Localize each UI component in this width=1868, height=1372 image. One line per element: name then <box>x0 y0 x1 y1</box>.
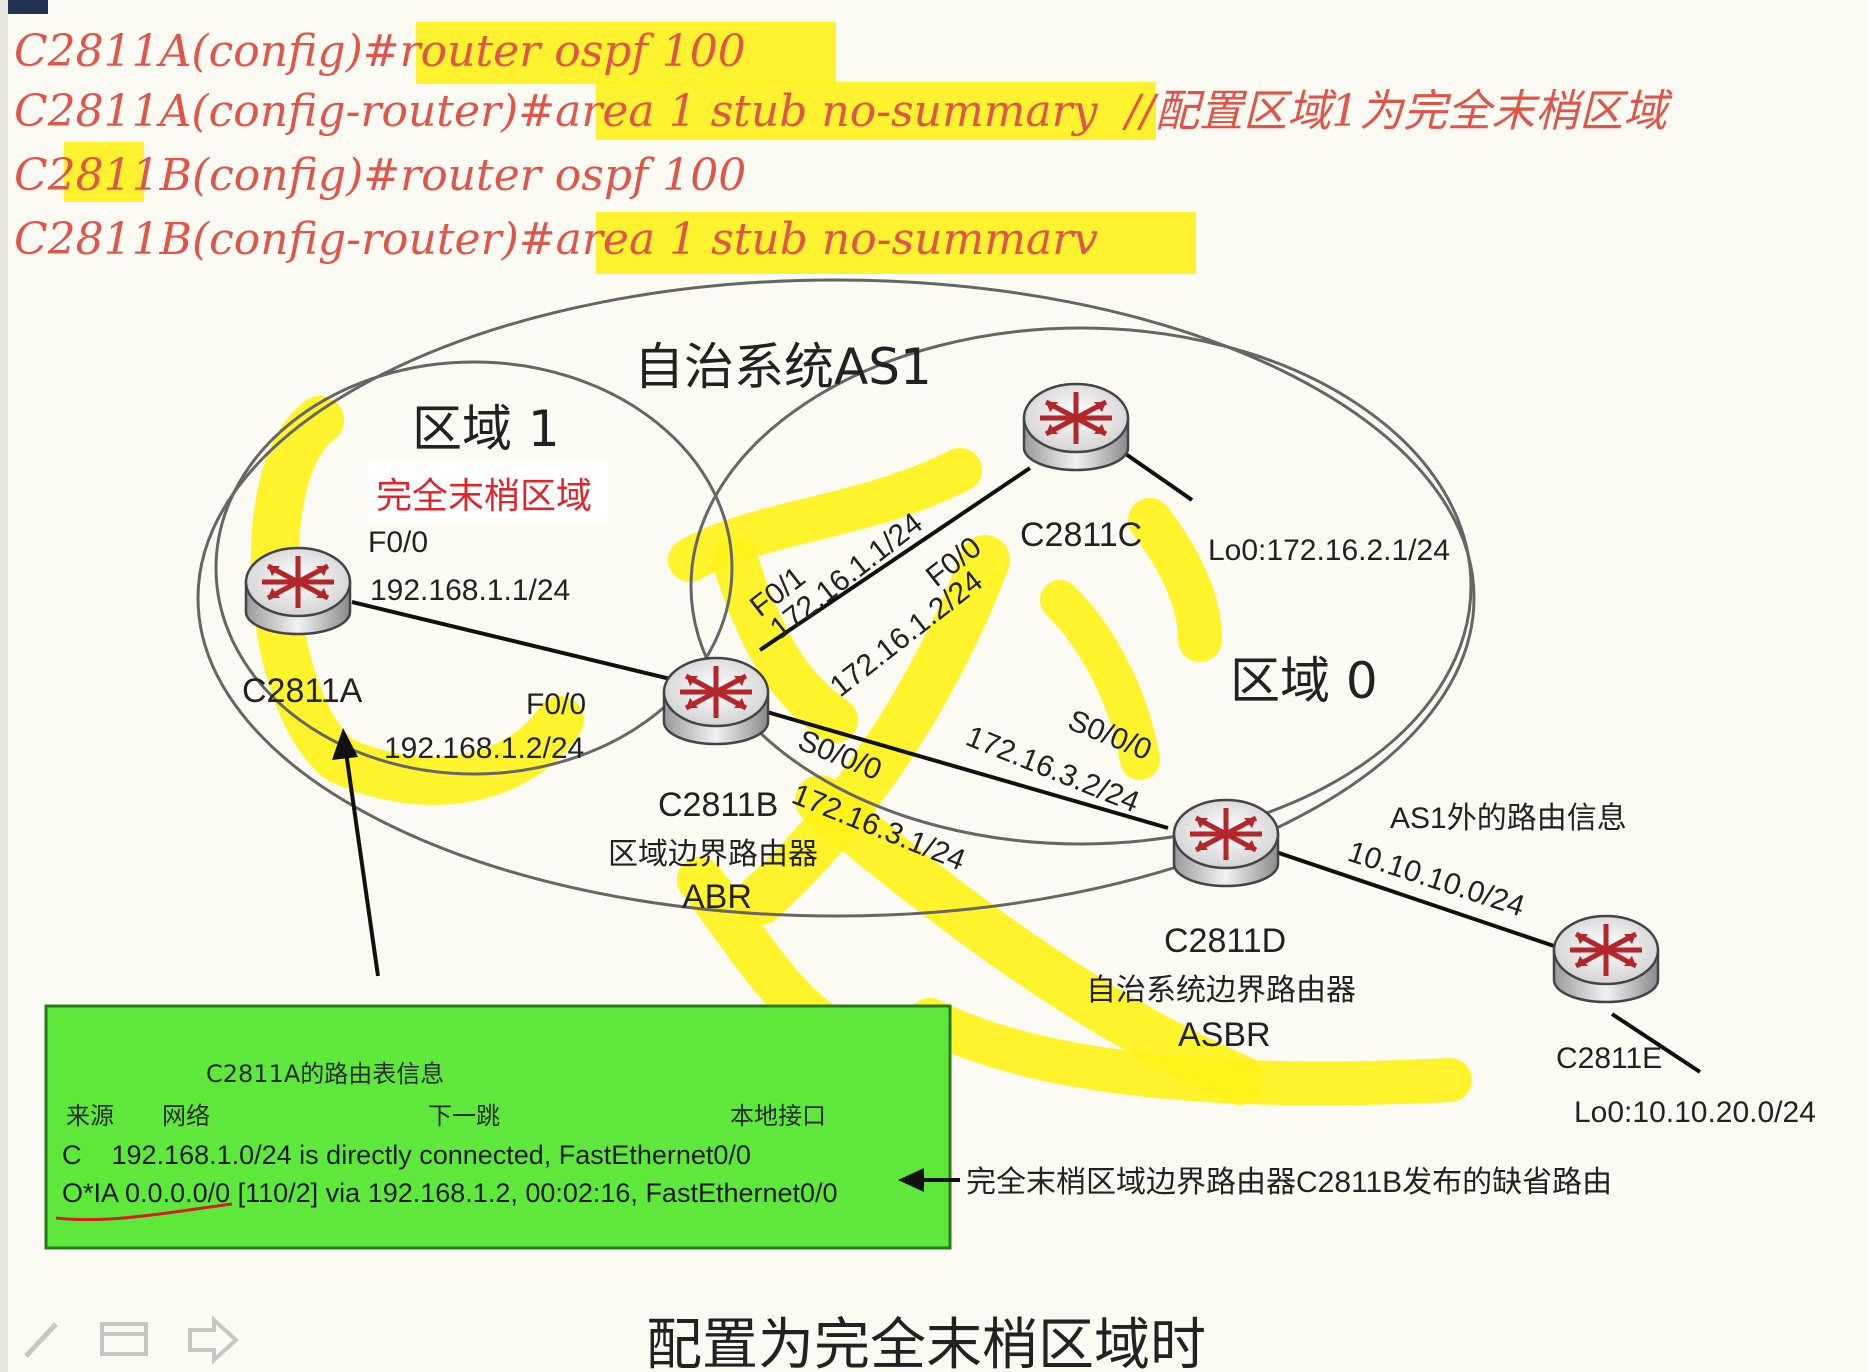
router-c2811a-icon <box>246 548 350 634</box>
link-b-d <box>759 708 1169 830</box>
left-edge <box>0 0 8 1372</box>
next-arrow-icon[interactable] <box>188 1315 239 1365</box>
router-c2811e-label: C2811E <box>1556 1042 1662 1075</box>
area-1-boundary <box>214 360 734 776</box>
command-line-1: C2811A(config)#router ospf 100 <box>14 26 746 77</box>
external-network: 10.10.10.0/24 <box>1344 835 1529 923</box>
routing-table-box: C2811A的路由表信息 来源 网络 下一跳 本地接口 C 192.168.1.… <box>44 1004 952 1250</box>
pen-icon[interactable] <box>24 1322 58 1358</box>
as1-boundary <box>196 278 1476 918</box>
a-interface: F0/0 <box>368 526 428 559</box>
as1-label: 自治系统AS1 <box>634 338 932 396</box>
command-highlights <box>64 22 1196 274</box>
command-line-4: C2811B(config-router)#area 1 stub no-sum… <box>14 214 1098 265</box>
default-route-note: 完全末梢区域边界路由器C2811B发布的缺省路由 <box>966 1166 1612 1199</box>
area-1-label: 区域 1 <box>412 400 560 458</box>
router-c2811d-role: 自治系统边界路由器 <box>1086 974 1356 1007</box>
b-ip-to-a: 192.168.1.2/24 <box>384 732 584 765</box>
network-links <box>351 448 1702 1074</box>
route-row-default: O*IA 0.0.0.0/0 [110/2] via 192.168.1.2, … <box>62 1178 838 1208</box>
router-c2811b-role: 区域边界路由器 <box>608 838 818 871</box>
b-interface-to-a: F0/0 <box>526 688 586 721</box>
window-tab-marker <box>0 0 48 14</box>
slide-controls[interactable] <box>24 1315 239 1365</box>
area-0-boundary <box>689 326 1473 846</box>
router-c2811d-label: C2811D <box>1164 922 1286 960</box>
router-c2811e-icon <box>1554 916 1658 1002</box>
c-loopback: Lo0:172.16.2.1/24 <box>1208 534 1450 567</box>
area-boundaries <box>196 278 1476 918</box>
default-route-underline <box>55 1202 233 1222</box>
router-c2811a-label: C2811A <box>242 672 363 710</box>
link-d-e <box>1263 846 1561 950</box>
a-ip: 192.168.1.1/24 <box>370 574 570 607</box>
router-c2811d-abbr: ASBR <box>1178 1016 1271 1054</box>
area-0-label: 区域 0 <box>1230 652 1378 710</box>
cli-commands: C2811A(config)#router ospf 100 C2811A(co… <box>14 26 1673 265</box>
route-row-connected: C 192.168.1.0/24 is directly connected, … <box>62 1140 751 1170</box>
router-c2811b-label: C2811B <box>658 786 778 824</box>
router-c2811c-label: C2811C <box>1020 516 1142 554</box>
link-b-c <box>758 466 1032 652</box>
routing-table-title: C2811A的路由表信息 <box>206 1060 444 1088</box>
router-c2811b-icon <box>664 658 768 744</box>
highlighter-scribbles <box>250 396 1472 1106</box>
router-c2811b-abbr: ABR <box>682 878 752 916</box>
header-source: 来源 <box>66 1102 114 1130</box>
header-local-interface: 本地接口 <box>730 1102 826 1130</box>
area-1-tag: 完全末梢区域 <box>376 476 592 517</box>
note-to-table-arrow <box>898 1168 960 1192</box>
router-c2811d-icon <box>1174 800 1278 886</box>
command-line-2: C2811A(config-router)#area 1 stub no-sum… <box>14 86 1673 137</box>
menu-icon[interactable] <box>100 1322 148 1356</box>
link-e-loopback <box>1610 1012 1702 1074</box>
external-routes-label: AS1外的路由信息 <box>1390 802 1627 835</box>
e-loopback: Lo0:10.10.20.0/24 <box>1574 1096 1816 1129</box>
command-line-3: C2811B(config)#router ospf 100 <box>14 150 746 201</box>
link-c-loopback <box>1118 448 1194 502</box>
link-a-b <box>351 600 717 692</box>
router-c2811c-icon <box>1024 384 1128 470</box>
area-1-tag-bg <box>368 462 608 522</box>
table-to-router-arrow <box>332 728 380 977</box>
header-network: 网络 <box>162 1102 210 1130</box>
header-next-hop: 下一跳 <box>428 1102 500 1130</box>
slide-caption: 配置为完全末梢区域时 <box>646 1313 1206 1372</box>
